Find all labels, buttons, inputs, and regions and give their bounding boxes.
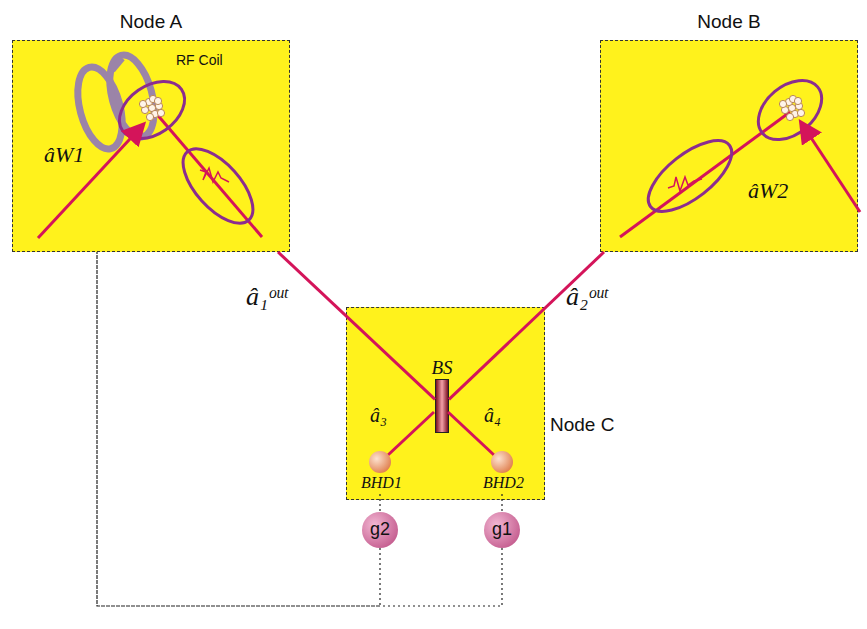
atom [139, 100, 146, 107]
edge-label: â₁ᵒᵘᵗ [246, 282, 287, 312]
mode-label: â₃ [370, 404, 387, 427]
coil-label: RF Coil [176, 52, 223, 68]
node-label: BS [431, 357, 452, 379]
atom-cluster [779, 95, 804, 120]
feedback-wire [97, 252, 380, 606]
atom [786, 113, 793, 120]
cavity-squiggle [200, 168, 229, 182]
detector-label: BHD2 [483, 474, 524, 492]
input-beam-b [802, 124, 860, 212]
beam-to-bhd1 [388, 412, 434, 455]
field-label: âW1 [44, 142, 84, 168]
atom [146, 113, 153, 120]
gain-circle: g2 [362, 512, 398, 548]
field-label: âW2 [748, 178, 788, 204]
atom [154, 97, 161, 104]
mode-label: â₄ [484, 404, 501, 427]
input-beam-a [38, 126, 142, 238]
node-label: Node A [13, 11, 289, 33]
node-label: Node C [550, 414, 614, 436]
feedback-wire [97, 252, 502, 606]
signal-wire [501, 494, 502, 511]
cavity [637, 128, 743, 224]
atom-cell [109, 70, 196, 151]
light-beam [449, 252, 604, 399]
gain-circle: g1 [484, 512, 520, 548]
detector [369, 451, 391, 473]
detector-label: BHD1 [361, 474, 402, 492]
detector [491, 451, 513, 473]
beam-b-inner [620, 112, 790, 237]
edge-label: â₂ᵒᵘᵗ [566, 282, 607, 312]
node-label: g1 [484, 519, 520, 540]
atom [157, 109, 164, 116]
node-label: Node B [601, 11, 857, 33]
light-beam [278, 252, 435, 399]
cavity [171, 137, 265, 235]
signal-wire [379, 494, 380, 511]
atom [779, 100, 786, 107]
beam-splitter: BS [435, 379, 449, 433]
cavity-squiggle [668, 177, 702, 191]
atom [794, 97, 801, 104]
atom-cell [747, 68, 833, 151]
beam-a-inner [155, 112, 262, 237]
node-label: g2 [362, 519, 398, 540]
atom [797, 109, 804, 116]
atom-cluster [139, 95, 164, 120]
